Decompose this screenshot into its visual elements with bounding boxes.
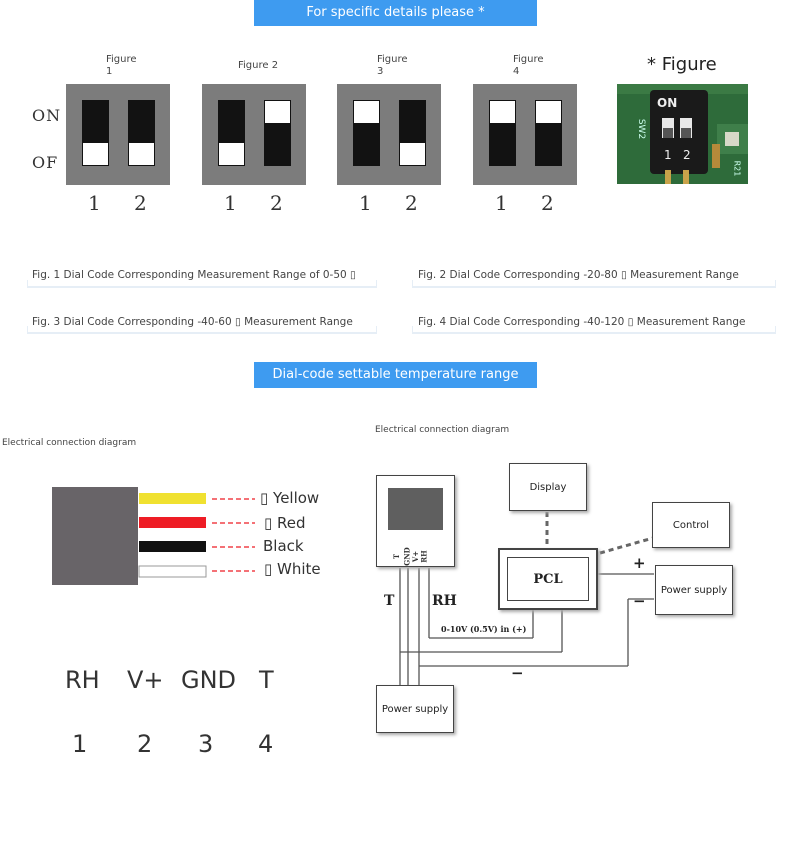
photo-num-2: 2 xyxy=(683,148,691,162)
wire-label-yellow: ▯ Yellow xyxy=(260,489,320,507)
dip-switch-2 xyxy=(202,84,306,185)
switch-knob-on xyxy=(354,101,379,123)
dip-switch-photo: ON SW2 1 2 R21 xyxy=(617,84,748,184)
photo-on-text: ON xyxy=(657,96,678,110)
pin-number-4: 4 xyxy=(258,730,274,758)
caption-underline-4 xyxy=(412,326,776,334)
pcl-box: PCL xyxy=(498,548,598,610)
switch-slot-1 xyxy=(218,100,245,166)
power-supply-bottom-label: Power supply xyxy=(381,703,449,715)
photo-svg xyxy=(617,84,748,184)
switch-knob-on xyxy=(490,101,515,123)
on-label: ON xyxy=(32,106,62,125)
details-banner: For specific details please * xyxy=(254,0,537,26)
pcl-inner: PCL xyxy=(507,557,589,601)
pin-number-3: 3 xyxy=(198,730,214,758)
switch-number-2: 2 xyxy=(270,191,283,215)
switch-knob-off xyxy=(83,143,108,165)
t-wire-label: T xyxy=(384,593,395,609)
wire-label-red: ▯ Red xyxy=(264,514,306,532)
wire-label-black: Black xyxy=(263,537,304,555)
switch-number-1: 1 xyxy=(495,191,508,215)
caption-underline-3 xyxy=(27,326,377,334)
switch-knob-off xyxy=(400,143,425,165)
right-diagram-title: Electrical connection diagram xyxy=(375,425,510,435)
control-label: Control xyxy=(672,519,710,531)
switch-number-1: 1 xyxy=(88,191,101,215)
sensor-screen xyxy=(388,488,443,530)
photo-side-label: R21 xyxy=(732,160,742,177)
photo-num-1: 1 xyxy=(664,148,672,162)
sensor-module xyxy=(376,475,455,567)
switch-number-2: 2 xyxy=(541,191,554,215)
display-box: Display xyxy=(509,463,587,511)
caption-3: Fig. 3 Dial Code Corresponding -40-60 ▯ … xyxy=(32,316,353,328)
switch-slot-1 xyxy=(353,100,380,166)
wire-yellow xyxy=(139,493,206,504)
switch-slot-2 xyxy=(535,100,562,166)
switch-number-2: 2 xyxy=(405,191,418,215)
photo-title: * Figure xyxy=(647,54,717,75)
sensor-body xyxy=(52,487,138,585)
switch-slot-2 xyxy=(128,100,155,166)
switch-knob-off xyxy=(219,143,244,165)
switch-knob-off xyxy=(129,143,154,165)
wire-bundle xyxy=(138,493,255,578)
rh-wire-label: RH xyxy=(432,593,457,609)
photo-board-label: SW2 xyxy=(636,118,647,140)
caption-4: Fig. 4 Dial Code Corresponding -40-120 ▯… xyxy=(418,316,746,328)
pcl-label: PCL xyxy=(533,571,563,587)
pin-rh: RH xyxy=(65,666,100,694)
pin-t: T xyxy=(259,666,274,694)
pin-gnd: GND xyxy=(181,666,237,694)
minus-sign-bottom: − xyxy=(511,664,524,682)
pin-number-1: 1 xyxy=(72,730,88,758)
signal-text: 0-10V (0.5V) in (+) xyxy=(441,624,527,634)
switch-knob-on xyxy=(536,101,561,123)
switch-number-1: 1 xyxy=(359,191,372,215)
wire-red xyxy=(139,517,206,528)
sensor-pin-t: T xyxy=(392,553,402,560)
range-banner: Dial-code settable temperature range xyxy=(254,362,537,388)
figure-title-1: Figure 1 xyxy=(106,54,137,77)
pin-number-2: 2 xyxy=(137,730,153,758)
switch-slot-1 xyxy=(489,100,516,166)
switch-slot-1 xyxy=(82,100,109,166)
pin-vplus: V+ xyxy=(127,666,164,694)
sensor-pin-labels: T GND V+ RH xyxy=(392,546,440,566)
dip-switch-3 xyxy=(337,84,441,185)
caption-2: Fig. 2 Dial Code Corresponding -20-80 ▯ … xyxy=(418,269,739,281)
power-supply-right-box: Power supply xyxy=(655,565,733,615)
dip-switch-1 xyxy=(66,84,170,185)
control-box: Control xyxy=(652,502,730,548)
figure-title-4: Figure 4 xyxy=(513,54,544,77)
power-supply-bottom-box: Power supply xyxy=(376,685,454,733)
switch-slot-2 xyxy=(399,100,426,166)
switch-number-1: 1 xyxy=(224,191,237,215)
power-supply-right-label: Power supply xyxy=(660,584,728,596)
wire-black xyxy=(139,541,206,552)
display-label: Display xyxy=(529,481,567,493)
switch-slot-2 xyxy=(264,100,291,166)
sensor-pin-rh: RH xyxy=(419,550,429,563)
minus-sign-right: − xyxy=(633,592,646,610)
dip-switch-4 xyxy=(473,84,577,185)
left-diagram-title: Electrical connection diagram xyxy=(2,438,137,448)
caption-underline-2 xyxy=(412,280,776,288)
figure-title-2: Figure 2 xyxy=(238,60,279,71)
switch-knob-on xyxy=(265,101,290,123)
caption-underline-1 xyxy=(27,280,377,288)
figure-title-3: Figure 3 xyxy=(377,54,408,77)
switch-number-2: 2 xyxy=(134,191,147,215)
connection-lines xyxy=(399,512,654,686)
plus-sign: + xyxy=(633,554,646,572)
wire-white xyxy=(138,565,207,578)
off-label: OF xyxy=(32,153,59,172)
wire-label-white: ▯ White xyxy=(264,560,321,578)
caption-1: Fig. 1 Dial Code Corresponding Measureme… xyxy=(32,269,356,281)
